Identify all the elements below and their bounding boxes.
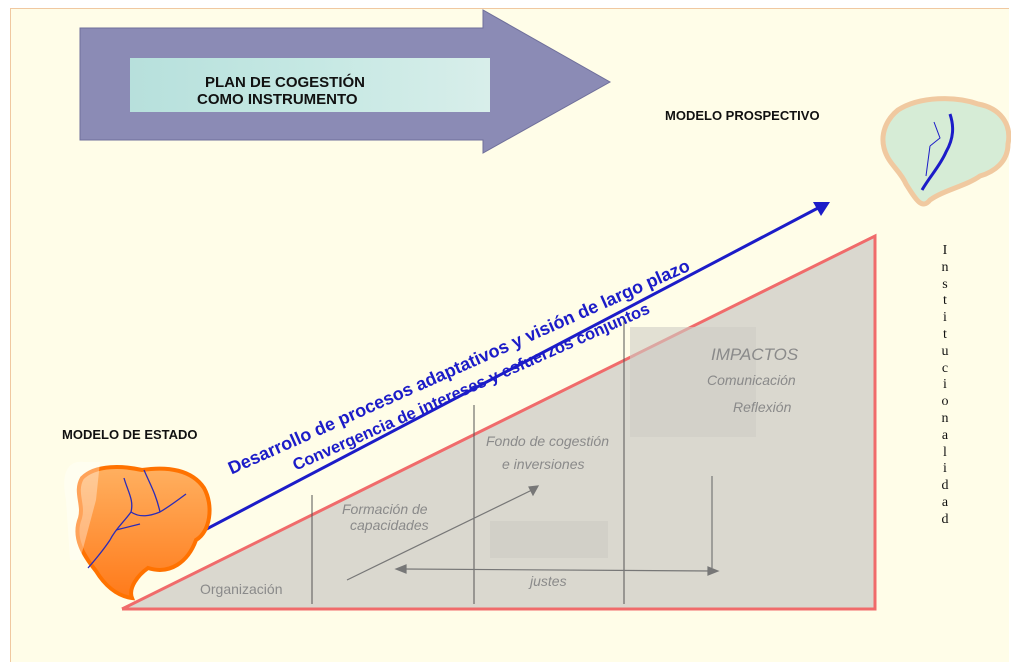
ajustes-label: justes	[530, 573, 567, 589]
right-model-label: MODELO PROSPECTIVO	[665, 108, 820, 123]
vertical-letter: n	[941, 259, 949, 275]
vertical-letter: i	[943, 310, 947, 326]
vertical-letter: I	[942, 243, 948, 258]
fondo-label-1: Fondo de cogestión	[486, 433, 609, 449]
plan-banner-label: PLAN DE COGESTIÓN COMO INSTRUMENTO	[130, 58, 490, 112]
vertical-letter: c	[941, 360, 949, 376]
vertical-letter: a	[941, 427, 949, 443]
vertical-letter: t	[943, 326, 947, 342]
vertical-letter: t	[943, 293, 947, 309]
left-watershed-map	[64, 461, 212, 601]
main-arrowhead	[813, 202, 830, 216]
right-arrowhead	[707, 566, 720, 576]
vertical-letter: s	[942, 276, 948, 292]
vertical-letter: i	[943, 461, 947, 477]
formacion-label-2: capacidades	[350, 517, 429, 533]
vertical-letter: n	[941, 410, 949, 426]
vertical-letter: u	[941, 343, 949, 359]
vertical-letter: a	[941, 494, 949, 510]
comunicacion-label: Comunicación	[707, 372, 796, 388]
impactos-box	[630, 327, 756, 437]
organizacion-label: Organización	[200, 581, 283, 597]
reflexion-label: Reflexión	[733, 399, 792, 415]
vertical-letter: o	[941, 394, 949, 410]
diag-arrow-line	[346, 489, 533, 581]
impactos-label: IMPACTOS	[711, 345, 799, 364]
main-blue-arrow	[137, 206, 819, 567]
vertical-letter: d	[941, 478, 949, 494]
triangle-border	[121, 233, 877, 611]
fondo-label-2: e inversiones	[502, 456, 585, 472]
formacion-label-1: Formación de	[342, 501, 428, 517]
plan-line-1: PLAN DE COGESTIÓN	[205, 74, 366, 91]
adjust-line	[401, 568, 713, 572]
vertical-letter: d	[941, 511, 949, 527]
vertical-letter: i	[943, 377, 947, 393]
left-arrowhead	[394, 564, 407, 574]
vertical-letter: l	[943, 444, 947, 460]
left-model-label: MODELO DE ESTADO	[62, 427, 198, 442]
diag-arrowhead	[528, 485, 540, 497]
right-watershed-map	[880, 96, 1011, 207]
ajustes-box	[490, 521, 608, 558]
plan-line-2: COMO INSTRUMENTO	[197, 91, 358, 108]
